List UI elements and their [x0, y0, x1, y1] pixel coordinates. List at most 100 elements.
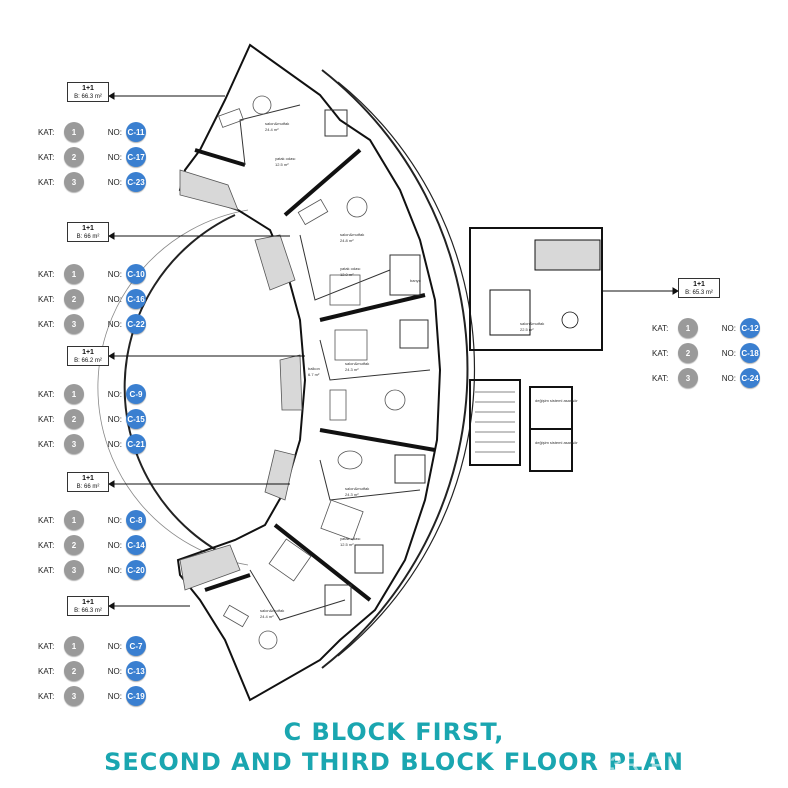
floor-badge: 1 [64, 122, 84, 142]
no-label: NO: [107, 439, 122, 449]
apartment-badge[interactable]: C-20 [126, 560, 146, 580]
kat-label: KAT: [652, 373, 669, 383]
apartment-badge[interactable]: C-22 [126, 314, 146, 334]
apartment-badge[interactable]: C-19 [126, 686, 146, 706]
apartment-badge[interactable]: C-23 [126, 172, 146, 192]
unit-area: B: 66.3 m² [74, 608, 102, 614]
apartment-badge[interactable]: C-17 [126, 147, 146, 167]
apartment-badge[interactable]: C-13 [126, 661, 146, 681]
no-label: NO: [107, 319, 122, 329]
building-outline [176, 43, 442, 702]
unit-info-box: 1+1 B: 66.2 m² [67, 346, 109, 366]
floor-badge: 2 [64, 289, 84, 309]
apartment-badge[interactable]: C-21 [126, 434, 146, 454]
kat-label: KAT: [38, 319, 55, 329]
unit-partitions [194, 148, 436, 602]
floor-badge: 3 [64, 172, 84, 192]
unit-info-box: 1+1 B: 65.3 m² [678, 278, 720, 298]
right-unit [469, 227, 603, 351]
apartment-badge[interactable]: C-24 [740, 368, 760, 388]
no-label: NO: [107, 565, 122, 575]
floor-badge: 3 [64, 314, 84, 334]
apartment-badge[interactable]: C-14 [126, 535, 146, 555]
apartment-badge[interactable]: C-10 [126, 264, 146, 284]
no-label: NO: [721, 373, 736, 383]
interior-walls [239, 104, 431, 621]
leader-lines [108, 92, 679, 610]
room-label-bath: banyo [410, 278, 422, 283]
no-label: NO: [721, 323, 736, 333]
no-label: NO: [107, 515, 122, 525]
room-label-bedroom: yatak odası [275, 156, 295, 161]
no-label: NO: [107, 641, 122, 651]
unit-type: 1+1 [82, 475, 94, 482]
room-label-salon-area: 24.8 m² [340, 238, 354, 243]
unit-area: B: 66.2 m² [74, 358, 102, 364]
apartment-badge[interactable]: C-9 [126, 384, 146, 404]
apartment-badge[interactable]: C-8 [126, 510, 146, 530]
floor-badge: 2 [64, 535, 84, 555]
room-label-bedroom-area: 12.5 m² [275, 162, 289, 167]
floor-badge: 3 [678, 368, 698, 388]
floor-row: KAT: 2 NO: C-16 [38, 289, 146, 309]
floor-badge: 2 [678, 343, 698, 363]
room-label-salon: salon&mutfak [520, 321, 544, 326]
room-label-elevator: değişim sistemi asansör [535, 398, 578, 403]
kat-label: KAT: [38, 414, 55, 424]
kat-label: KAT: [652, 348, 669, 358]
floor-badge: 3 [64, 686, 84, 706]
no-label: NO: [107, 666, 122, 676]
room-label-salon-area: 24.3 m² [345, 492, 359, 497]
room-label-salon: salon&mutfak [260, 608, 284, 613]
kat-label: KAT: [38, 666, 55, 676]
floor-badge: 1 [64, 264, 84, 284]
floor-badge: 1 [64, 384, 84, 404]
kat-label: KAT: [38, 177, 55, 187]
unit-area: B: 65.3 m² [685, 290, 713, 296]
floor-row: KAT: 3 NO: C-24 [652, 368, 760, 388]
no-label: NO: [721, 348, 736, 358]
floor-badge: 2 [64, 409, 84, 429]
kat-label: KAT: [38, 641, 55, 651]
balconies [179, 169, 303, 591]
kat-label: KAT: [38, 152, 55, 162]
apartment-badge[interactable]: C-15 [126, 409, 146, 429]
kat-label: KAT: [38, 269, 55, 279]
floor-row: KAT: 2 NO: C-15 [38, 409, 146, 429]
room-label-salon-area: 24.3 m² [345, 367, 359, 372]
room-label-bedroom: yatak odası [340, 536, 360, 541]
furniture [218, 95, 406, 650]
room-label-balcony: balkon [308, 366, 320, 371]
room-label-salon: salon&mutfak [340, 232, 364, 237]
no-label: NO: [107, 389, 122, 399]
kat-label: KAT: [38, 439, 55, 449]
room-label-elevator: değişim sistemi asansör [535, 440, 578, 445]
apartment-badge[interactable]: C-7 [126, 636, 146, 656]
kat-label: KAT: [38, 294, 55, 304]
room-label-bedroom-area: 12.0 m² [340, 272, 354, 277]
room-label-salon-area: 24.4 m² [265, 127, 279, 132]
room-label-salon-area: 24.4 m² [260, 614, 274, 619]
apartment-badge[interactable]: C-12 [740, 318, 760, 338]
no-label: NO: [107, 414, 122, 424]
apartment-badge[interactable]: C-11 [126, 122, 146, 142]
apartment-badge[interactable]: C-16 [126, 289, 146, 309]
apartment-badge[interactable]: C-18 [740, 343, 760, 363]
no-label: NO: [107, 127, 122, 137]
room-label-salon: salon&mutfak [265, 121, 289, 126]
floor-badge: 2 [64, 147, 84, 167]
plan-title-line2: SECOND AND THIRD BLOCK FLOOR PLAN [104, 748, 684, 776]
no-label: NO: [107, 294, 122, 304]
unit-type: 1+1 [82, 349, 94, 356]
unit-info-box: 1+1 B: 66 m² [67, 222, 109, 242]
unit-area: B: 66 m² [76, 234, 100, 240]
